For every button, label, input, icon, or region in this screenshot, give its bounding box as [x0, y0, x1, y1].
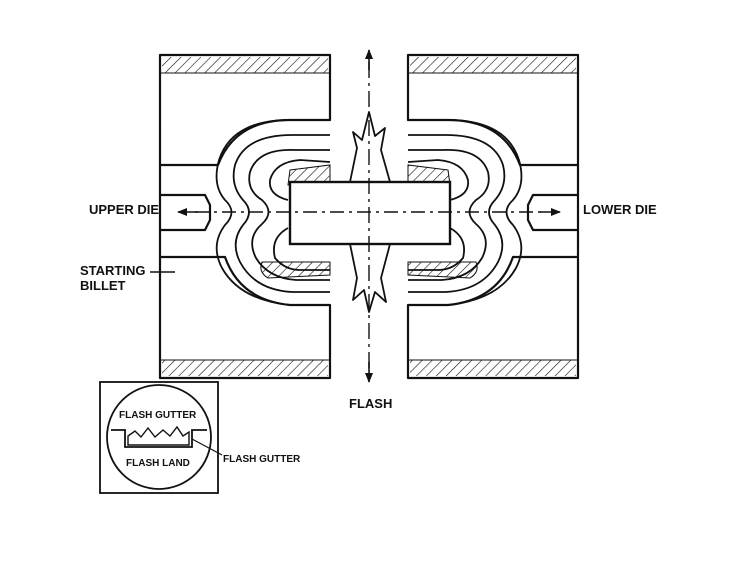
lower-die [406, 53, 580, 380]
starting-billet [288, 180, 452, 246]
flash-label: FLASH [349, 396, 393, 411]
flash-land-hatch-left-bottom [260, 261, 331, 279]
flash-land-hatch-right-bottom [407, 261, 478, 279]
inset-flash-jagged [127, 425, 190, 446]
upper-die-label: UPPER DIE [89, 202, 160, 217]
lower-die-hatch-bottom [410, 360, 576, 376]
inset-flash-land-label: FLASH LAND [126, 458, 190, 469]
inset-gutter-leader [191, 438, 223, 456]
starting-billet-label-line2: BILLET [80, 278, 126, 293]
upper-die-hatch-top [162, 57, 328, 73]
flash-detail-inset [99, 381, 223, 494]
flash-bottom [349, 243, 391, 313]
inset-flash-gutter-top-label: FLASH GUTTER [119, 410, 197, 421]
lower-die-hatch-top [410, 57, 576, 73]
inset-flash-gutter-side-label: FLASH GUTTER [223, 454, 301, 465]
starting-billet-label-line1: STARTING [80, 263, 146, 278]
lower-die-label: LOWER DIE [583, 202, 657, 217]
upper-die-hatch-bottom [162, 360, 328, 376]
inset-flash-profile [111, 429, 207, 448]
upper-die [158, 53, 332, 380]
flash-top [349, 111, 391, 183]
